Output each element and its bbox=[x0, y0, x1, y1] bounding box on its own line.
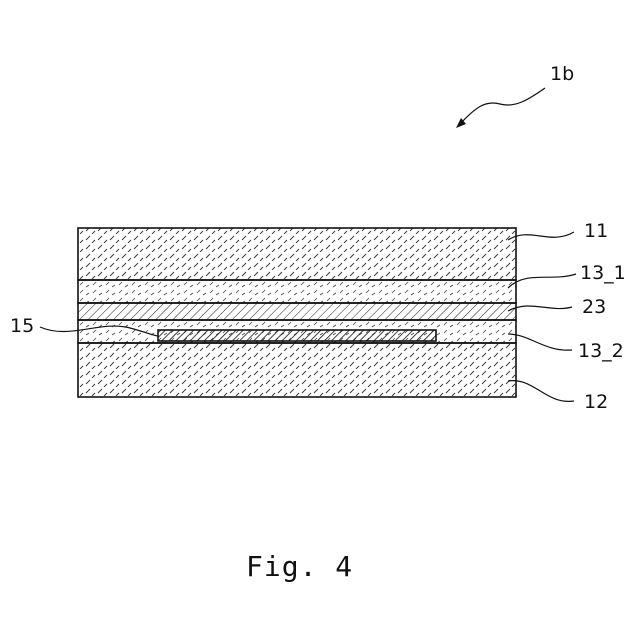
label-13-1: 13_1 bbox=[580, 262, 626, 284]
figure-caption: Fig. 4 bbox=[246, 550, 353, 583]
label-23: 23 bbox=[582, 296, 606, 318]
leader-13-2 bbox=[508, 334, 572, 350]
layer-11 bbox=[78, 228, 516, 280]
leader-12 bbox=[508, 381, 574, 402]
label-13-2: 13_2 bbox=[578, 340, 624, 362]
leader-11 bbox=[508, 232, 574, 240]
leader-23 bbox=[508, 306, 572, 311]
label-15: 15 bbox=[10, 315, 34, 337]
assembly-arrow bbox=[460, 88, 545, 124]
layer-13-1 bbox=[78, 280, 516, 303]
label-11: 11 bbox=[584, 220, 608, 242]
label-12: 12 bbox=[584, 391, 608, 413]
element-15 bbox=[158, 330, 436, 341]
layer-12 bbox=[78, 343, 516, 397]
assembly-label: 1b bbox=[550, 63, 574, 85]
leader-13-1 bbox=[508, 274, 576, 288]
layer-23 bbox=[78, 303, 516, 320]
